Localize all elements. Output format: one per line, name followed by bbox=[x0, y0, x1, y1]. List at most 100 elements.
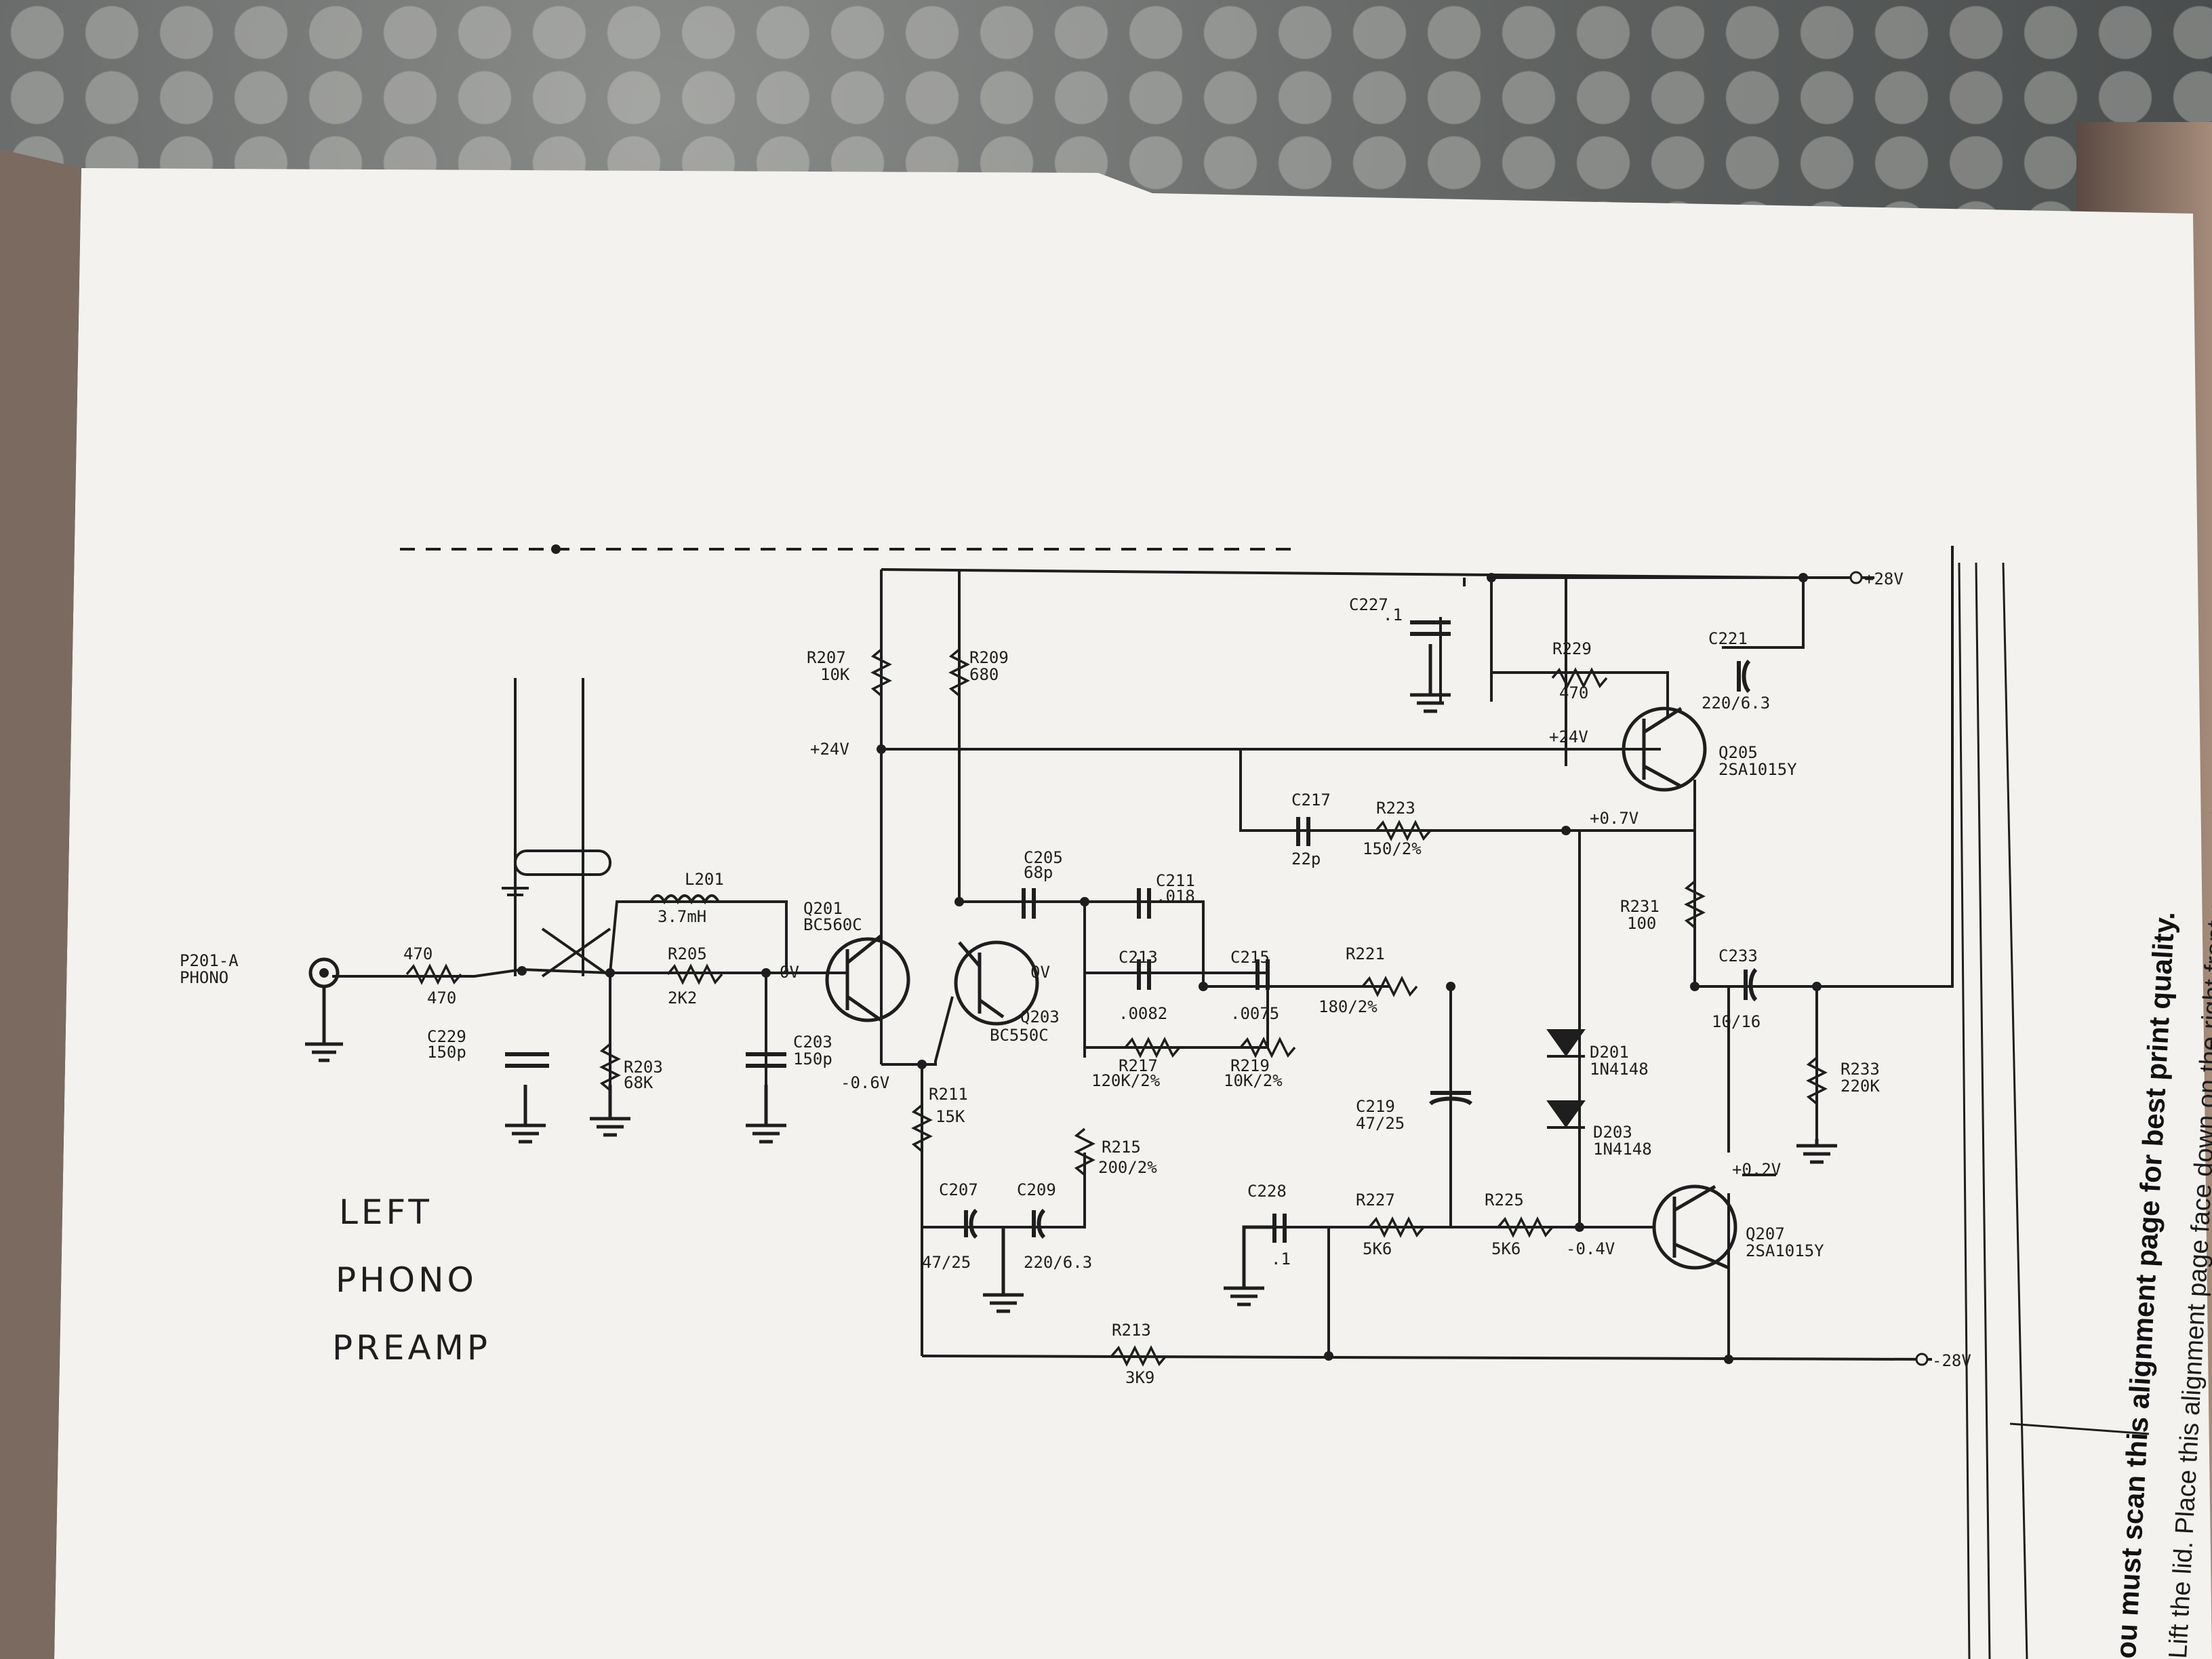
connector-ref: P201-A bbox=[180, 951, 239, 970]
title-left: LEFT bbox=[339, 1193, 433, 1232]
svg-text:0V: 0V bbox=[780, 963, 799, 982]
svg-text:C221: C221 bbox=[1708, 629, 1748, 648]
title-phono: PHONO bbox=[336, 1260, 477, 1300]
svg-text:220/6.3: 220/6.3 bbox=[1024, 1253, 1092, 1272]
svg-text:180/2%: 180/2% bbox=[1319, 997, 1378, 1016]
title-preamp: PREAMP bbox=[332, 1328, 491, 1367]
svg-text:68K: 68K bbox=[624, 1073, 653, 1092]
svg-text:C203: C203 bbox=[793, 1033, 832, 1052]
svg-text:BC560C: BC560C bbox=[803, 915, 862, 934]
svg-text:R233: R233 bbox=[1841, 1060, 1880, 1079]
svg-text:2K2: 2K2 bbox=[668, 988, 697, 1007]
svg-text:-0.4V: -0.4V bbox=[1566, 1239, 1615, 1258]
junction-dots bbox=[517, 544, 1822, 1364]
svg-text:D203: D203 bbox=[1593, 1123, 1632, 1142]
svg-text:Q205: Q205 bbox=[1718, 743, 1758, 762]
svg-text:+0.7V: +0.7V bbox=[1590, 809, 1638, 828]
svg-text:C219: C219 bbox=[1356, 1097, 1395, 1116]
svg-text:470: 470 bbox=[1559, 683, 1588, 702]
svg-text:+24V: +24V bbox=[810, 740, 849, 759]
svg-text:220K: 220K bbox=[1841, 1077, 1880, 1096]
svg-text:R211: R211 bbox=[929, 1085, 968, 1104]
svg-text:R207: R207 bbox=[807, 648, 846, 667]
svg-text:150/2%: 150/2% bbox=[1363, 839, 1422, 858]
svg-text:.1: .1 bbox=[1383, 605, 1403, 624]
inductor-l201 bbox=[617, 894, 786, 905]
svg-text:.0082: .0082 bbox=[1119, 1004, 1167, 1023]
svg-text:68p: 68p bbox=[1024, 863, 1053, 882]
svg-text:10/16: 10/16 bbox=[1712, 1012, 1761, 1031]
svg-text:D201: D201 bbox=[1590, 1043, 1629, 1062]
svg-text:10K/2%: 10K/2% bbox=[1224, 1071, 1283, 1090]
svg-text:C205: C205 bbox=[1024, 848, 1063, 867]
svg-text:+24V: +24V bbox=[1549, 727, 1588, 746]
svg-text:R203: R203 bbox=[624, 1058, 663, 1077]
component-designators: R207 R209 L201 Q201 R205 R203 C229 C203 … bbox=[427, 595, 1880, 1340]
svg-text:2SA1015Y: 2SA1015Y bbox=[1718, 760, 1797, 779]
svg-text:680: 680 bbox=[969, 665, 999, 684]
svg-text:220/6.3: 220/6.3 bbox=[1702, 694, 1770, 713]
svg-text:.0075: .0075 bbox=[1230, 1004, 1279, 1023]
svg-text:2SA1015Y: 2SA1015Y bbox=[1746, 1241, 1824, 1260]
paper-sheet bbox=[54, 168, 2212, 1659]
transistor-symbols bbox=[825, 706, 1737, 1270]
svg-text:C209: C209 bbox=[1017, 1180, 1056, 1199]
svg-text:15K: 15K bbox=[936, 1107, 965, 1126]
svg-text:R229: R229 bbox=[1552, 639, 1592, 658]
svg-text:C228: C228 bbox=[1247, 1182, 1287, 1201]
svg-text:5K6: 5K6 bbox=[1491, 1239, 1521, 1258]
schematic-wires bbox=[332, 546, 1954, 1361]
svg-text:3.7mH: 3.7mH bbox=[658, 907, 706, 926]
svg-text:120K/2%: 120K/2% bbox=[1091, 1071, 1161, 1090]
svg-text:C213: C213 bbox=[1119, 948, 1158, 967]
svg-text:R231: R231 bbox=[1620, 897, 1660, 916]
svg-text:200/2%: 200/2% bbox=[1098, 1158, 1157, 1177]
svg-text:L201: L201 bbox=[685, 870, 724, 889]
svg-text:R215: R215 bbox=[1102, 1138, 1141, 1157]
ground-symbols bbox=[505, 644, 1837, 1313]
svg-text:470: 470 bbox=[403, 944, 433, 963]
svg-text:47/25: 47/25 bbox=[1356, 1114, 1405, 1133]
svg-text:C217: C217 bbox=[1291, 791, 1331, 809]
svg-text:+0.2V: +0.2V bbox=[1732, 1160, 1781, 1179]
svg-text:150p: 150p bbox=[427, 1043, 466, 1062]
label-minus28v: -28V bbox=[1932, 1351, 1971, 1370]
paper-shadow bbox=[0, 149, 81, 1659]
svg-text:Q203: Q203 bbox=[1020, 1007, 1060, 1026]
diode-symbols bbox=[1546, 1029, 1586, 1129]
svg-text:R217: R217 bbox=[1119, 1056, 1158, 1075]
shield-capsule bbox=[514, 850, 611, 876]
resistor-symbols bbox=[405, 648, 1828, 1367]
svg-text:C207: C207 bbox=[939, 1180, 978, 1199]
svg-text:100: 100 bbox=[1627, 914, 1656, 933]
svg-text:Q207: Q207 bbox=[1746, 1224, 1785, 1243]
svg-text:47/25: 47/25 bbox=[922, 1253, 971, 1272]
svg-text:5K6: 5K6 bbox=[1363, 1239, 1392, 1258]
svg-text:.1: .1 bbox=[1271, 1250, 1291, 1268]
svg-text:R205: R205 bbox=[668, 944, 707, 963]
svg-text:C227: C227 bbox=[1349, 595, 1388, 614]
svg-text:C233: C233 bbox=[1718, 946, 1758, 965]
svg-text:R221: R221 bbox=[1346, 944, 1385, 963]
connector-name: PHONO bbox=[180, 968, 228, 987]
svg-text:470: 470 bbox=[427, 988, 456, 1007]
svg-text:Q201: Q201 bbox=[803, 899, 843, 918]
capacitor-symbols bbox=[505, 620, 1758, 1243]
svg-text:1N4148: 1N4148 bbox=[1590, 1060, 1649, 1079]
svg-text:1N4148: 1N4148 bbox=[1593, 1140, 1652, 1159]
svg-text:.018: .018 bbox=[1156, 887, 1195, 906]
svg-text:R213: R213 bbox=[1112, 1321, 1151, 1340]
page-border-lines bbox=[1958, 562, 2028, 1659]
svg-text:-0.6V: -0.6V bbox=[841, 1073, 889, 1092]
svg-text:0V: 0V bbox=[1030, 963, 1050, 982]
svg-text:C229: C229 bbox=[427, 1027, 466, 1046]
svg-text:BC550C: BC550C bbox=[990, 1026, 1049, 1045]
svg-text:22p: 22p bbox=[1291, 850, 1321, 868]
label-plus28v: +28V bbox=[1864, 569, 1904, 588]
svg-text:C211: C211 bbox=[1156, 871, 1195, 890]
svg-text:150p: 150p bbox=[793, 1050, 832, 1068]
svg-text:C215: C215 bbox=[1230, 948, 1270, 967]
voltage-annotations: +24V +24V +0.7V 0V 0V -0.6V +0.2V -0.4V bbox=[780, 727, 1781, 1258]
svg-text:R209: R209 bbox=[969, 648, 1009, 667]
